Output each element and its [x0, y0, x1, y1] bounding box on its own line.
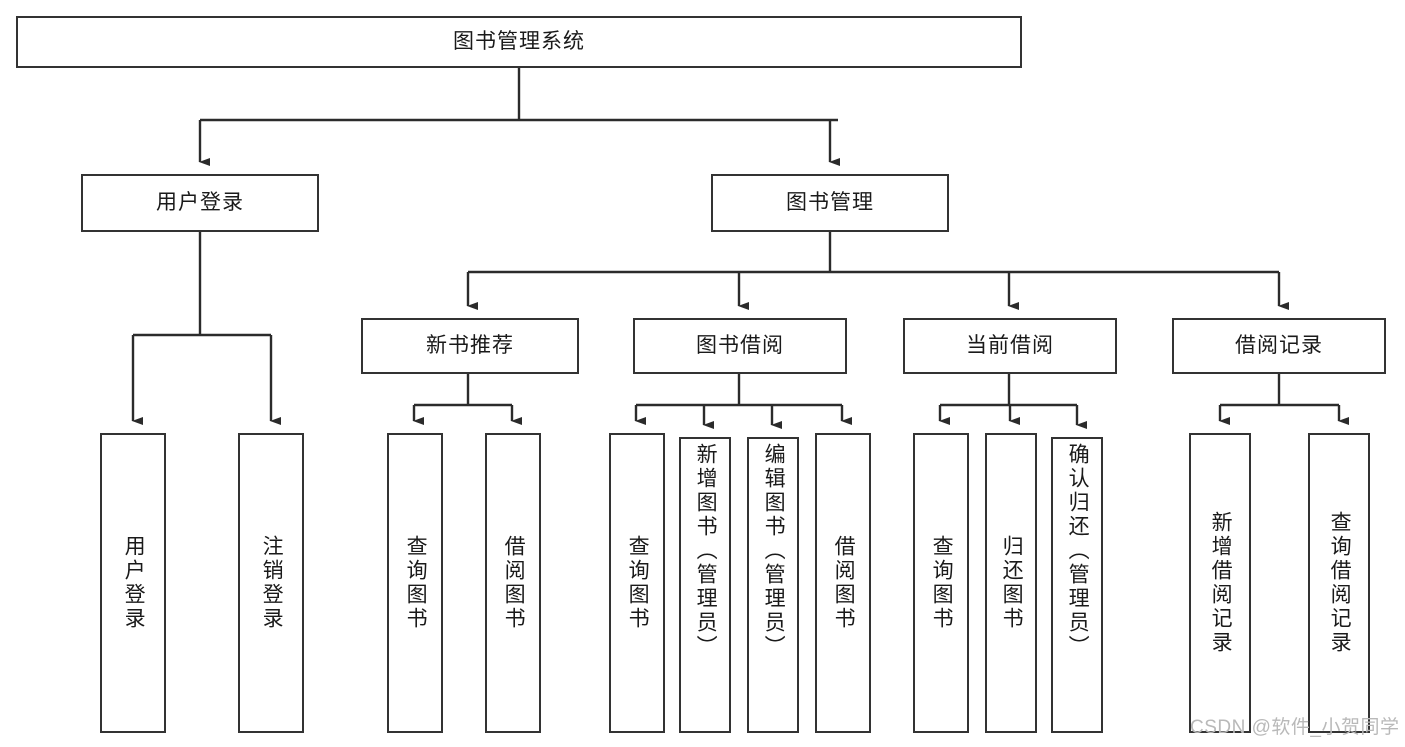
node-leaf-query-book-borrow[interactable]: 查询图书: [609, 433, 665, 733]
node-leaf-logout[interactable]: 注销登录: [238, 433, 304, 733]
node-leaf-edit-book-admin[interactable]: 编辑图书（管理员）: [747, 437, 799, 733]
node-leaf-add-book-admin[interactable]: 新增图书（管理员）: [679, 437, 731, 733]
node-new-book-recommendation[interactable]: 新书推荐: [361, 318, 579, 374]
node-borrow-record[interactable]: 借阅记录: [1172, 318, 1386, 374]
node-leaf-query-book-current[interactable]: 查询图书: [913, 433, 969, 733]
node-leaf-query-book-recommend[interactable]: 查询图书: [387, 433, 443, 733]
csdn-watermark: CSDN @软件_小贺同学: [1190, 717, 1400, 738]
node-leaf-user-login[interactable]: 用户登录: [100, 433, 166, 733]
node-user-login[interactable]: 用户登录: [81, 174, 319, 232]
node-book-management[interactable]: 图书管理: [711, 174, 949, 232]
node-leaf-query-borrow-record[interactable]: 查询借阅记录: [1308, 433, 1370, 733]
node-leaf-add-borrow-record[interactable]: 新增借阅记录: [1189, 433, 1251, 733]
node-leaf-confirm-return-admin[interactable]: 确认归还（管理员）: [1051, 437, 1103, 733]
node-current-borrow[interactable]: 当前借阅: [903, 318, 1117, 374]
node-root-system-title[interactable]: 图书管理系统: [16, 16, 1022, 68]
node-leaf-return-book[interactable]: 归还图书: [985, 433, 1037, 733]
node-book-borrow[interactable]: 图书借阅: [633, 318, 847, 374]
node-leaf-borrow-book-recommend[interactable]: 借阅图书: [485, 433, 541, 733]
node-leaf-borrow-book[interactable]: 借阅图书: [815, 433, 871, 733]
